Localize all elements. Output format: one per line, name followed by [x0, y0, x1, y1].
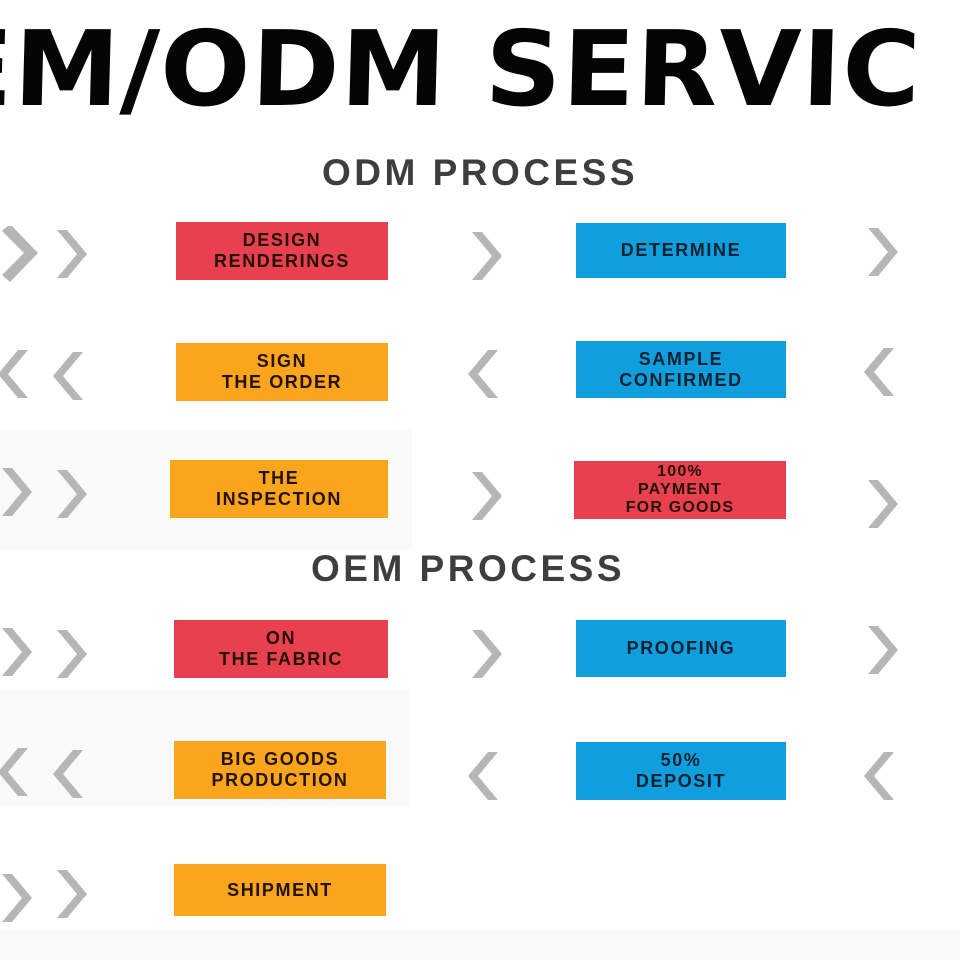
process-box-100-percent-payment-for-goods[interactable]: 100% PAYMENT FOR GOODS: [574, 461, 786, 519]
chevron-right-icon: [47, 626, 93, 682]
chevron-left-icon: [47, 348, 93, 404]
chevron-right-icon: [462, 468, 508, 524]
process-box-determine[interactable]: DETERMINE: [576, 223, 786, 278]
process-box-sign-the-order[interactable]: SIGN THE ORDER: [176, 343, 388, 401]
process-row: BIG GOODS PRODUCTION 50% DEPOSIT: [0, 730, 960, 826]
chevron-left-icon: [858, 748, 904, 804]
chevron-right-icon: [0, 464, 38, 520]
chevron-right-icon: [47, 466, 93, 522]
chevron-left-icon: [0, 744, 38, 800]
chevron-right-icon: [858, 476, 904, 532]
chevron-right-icon: [0, 226, 38, 282]
page-title: EM/ODM SERVIC: [0, 8, 923, 130]
chevron-right-icon: [858, 224, 904, 280]
chevron-right-icon: [0, 624, 38, 680]
process-box-50-percent-deposit[interactable]: 50% DEPOSIT: [576, 742, 786, 800]
chevron-left-icon: [0, 346, 38, 402]
chevron-right-icon: [462, 228, 508, 284]
process-row: SHIPMENT: [0, 850, 960, 946]
chevron-right-icon: [858, 622, 904, 678]
process-row: THE INSPECTION 100% PAYMENT FOR GOODS: [0, 450, 960, 546]
chevron-right-icon: [0, 870, 38, 926]
chevron-left-icon: [47, 746, 93, 802]
chevron-right-icon: [47, 866, 93, 922]
chevron-left-icon: [462, 346, 508, 402]
process-box-proofing[interactable]: PROOFING: [576, 620, 786, 677]
process-box-design-renderings[interactable]: DESIGN RENDERINGS: [176, 222, 388, 280]
process-box-the-inspection[interactable]: THE INSPECTION: [170, 460, 388, 518]
process-row: SIGN THE ORDER SAMPLE CONFIRMED: [0, 332, 960, 428]
process-box-sample-confirmed[interactable]: SAMPLE CONFIRMED: [576, 341, 786, 398]
process-row: ON THE FABRIC PROOFING: [0, 610, 960, 706]
chevron-left-icon: [858, 344, 904, 400]
chevron-right-icon: [462, 626, 508, 682]
process-box-on-the-fabric[interactable]: ON THE FABRIC: [174, 620, 388, 678]
chevron-left-icon: [462, 748, 508, 804]
section-heading-odm: ODM PROCESS: [321, 152, 639, 193]
process-box-big-goods-production[interactable]: BIG GOODS PRODUCTION: [174, 741, 386, 799]
section-heading-oem: OEM PROCESS: [311, 548, 625, 589]
title-band: EM/ODM SERVIC: [0, 0, 960, 140]
chevron-right-icon: [47, 226, 93, 282]
process-box-shipment[interactable]: SHIPMENT: [174, 864, 386, 916]
process-row: DESIGN RENDERINGS DETERMINE: [0, 212, 960, 308]
